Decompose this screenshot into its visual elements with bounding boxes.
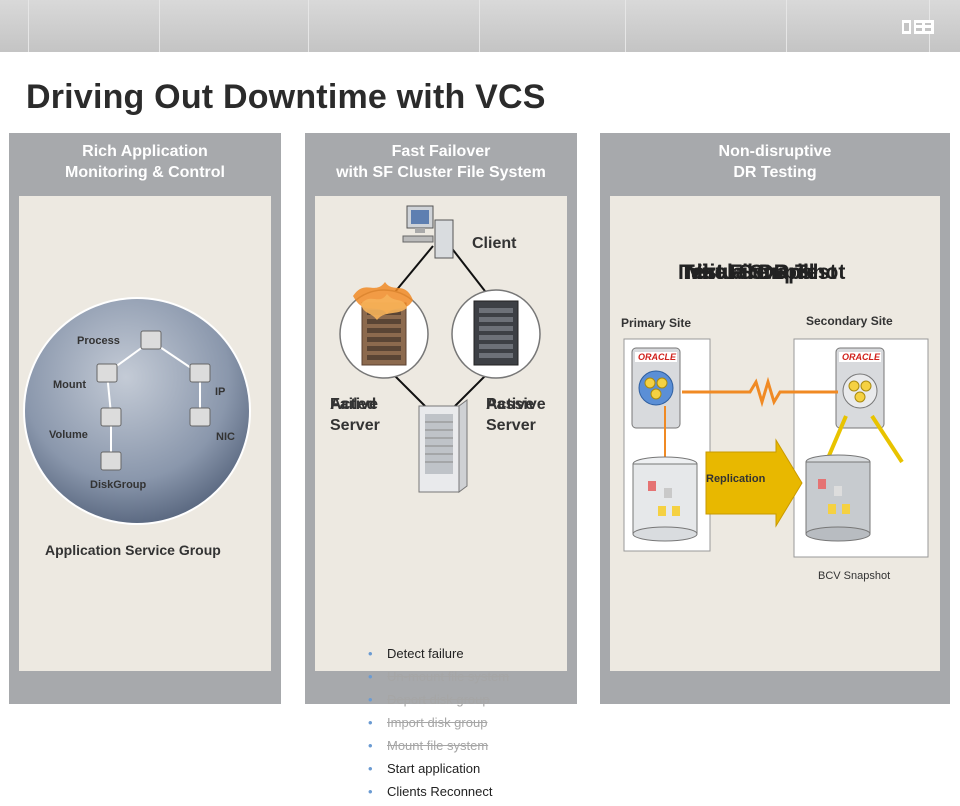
bcv-snapshot-storage-icon	[805, 454, 871, 542]
secondary-oracle-server-icon	[835, 347, 885, 429]
primary-oracle-logo: ORACLE	[638, 352, 676, 362]
shared-storage-icon	[418, 399, 468, 493]
panel-body: Process Mount IP Volume NIC DiskGroup Ap…	[19, 196, 271, 671]
list-item: •Mount file system	[368, 738, 489, 753]
primary-oracle-server-icon	[631, 347, 681, 429]
panel-heading: Rich Application Monitoring & Control	[65, 143, 225, 181]
top-banner	[0, 0, 960, 52]
node-label-mount: Mount	[53, 379, 86, 391]
dr-stage-label: Initial Setup Test Fire Drill Virtual DR…	[678, 261, 846, 284]
left-server-label: Failed Active Server	[330, 396, 380, 434]
list-item: •Detect failure	[368, 646, 464, 661]
panel-heading: Non-disruptive DR Testing	[718, 143, 832, 181]
dr-diagram	[623, 338, 929, 558]
secondary-oracle-logo: ORACLE	[842, 352, 880, 362]
client-label: Client	[472, 235, 517, 252]
brand-logo-icon	[902, 20, 934, 39]
right-server-label: Active Passive Server	[486, 396, 546, 434]
volume-node-icon	[100, 407, 122, 427]
list-item: •Un-mount file system	[368, 669, 510, 684]
node-label-ip: IP	[215, 386, 226, 398]
secondary-site-label: Secondary Site	[806, 314, 893, 328]
primary-site-label: Primary Site	[621, 316, 692, 330]
failed-server-icon	[339, 282, 429, 379]
slide-title: Driving Out Downtime with VCS	[26, 78, 546, 116]
panel-dr-testing: Non-disruptive DR Testing Initial Setup …	[600, 133, 950, 704]
service-group-caption: Application Service Group	[45, 542, 221, 558]
ip-node-icon	[189, 363, 211, 383]
panel-body: Initial Setup Test Fire Drill Virtual DR…	[610, 196, 940, 671]
node-label-diskgroup: DiskGroup	[90, 479, 147, 491]
bcv-snapshot-label: BCV Snapshot	[818, 570, 891, 582]
mount-node-icon	[96, 363, 118, 383]
process-node-icon	[140, 330, 162, 350]
nic-node-icon	[189, 407, 211, 427]
list-item: •Import disk group	[368, 715, 488, 730]
service-group-diagram	[23, 297, 251, 525]
list-item: •Clients Reconnect	[368, 784, 493, 799]
failover-steps-list: •Detect failure •Un-mount file system •D…	[365, 645, 509, 806]
diskgroup-node-icon	[100, 451, 122, 471]
client-computer-icon	[402, 205, 454, 259]
node-label-process: Process	[77, 335, 120, 347]
list-item: •Deport disk group	[368, 692, 490, 707]
replication-label: Replication	[706, 473, 766, 485]
panel-heading: Fast Failover with SF Cluster File Syste…	[336, 143, 546, 181]
panel-fast-failover: Fast Failover with SF Cluster File Syste…	[305, 133, 577, 799]
active-server-icon	[451, 289, 541, 379]
node-label-nic: NIC	[216, 431, 235, 443]
node-label-volume: Volume	[49, 429, 88, 441]
panel-app-monitoring: Rich Application Monitoring & Control Pr…	[9, 133, 281, 704]
panel-body: Client Failed Active Server Active Passi…	[315, 196, 567, 671]
primary-storage-icon	[632, 456, 698, 542]
list-item: •Start application	[368, 761, 481, 776]
replication-arrow-icon	[705, 438, 803, 528]
service-group-sphere	[23, 297, 251, 525]
failover-diagram	[339, 205, 541, 493]
